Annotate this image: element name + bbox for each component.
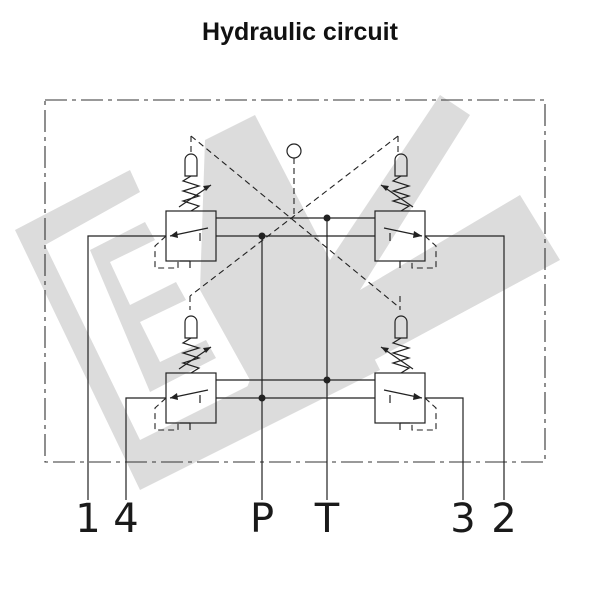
manifold-boundary — [44, 99, 546, 463]
port-label-t: T — [314, 496, 340, 542]
watermark-logo — [15, 95, 560, 490]
port-label-1: 1 — [75, 496, 100, 542]
port-label-4: 4 — [113, 496, 138, 542]
port-label-2: 2 — [491, 496, 516, 542]
flow-lines — [87, 214, 505, 500]
relief-valve-bottom-left — [154, 315, 217, 431]
cross-pilot-lines — [189, 135, 401, 310]
page-title: Hydraulic circuit — [202, 18, 398, 46]
port-label-3: 3 — [450, 496, 475, 542]
gauge-port-circle — [286, 143, 302, 159]
port-label-p: P — [250, 496, 274, 542]
